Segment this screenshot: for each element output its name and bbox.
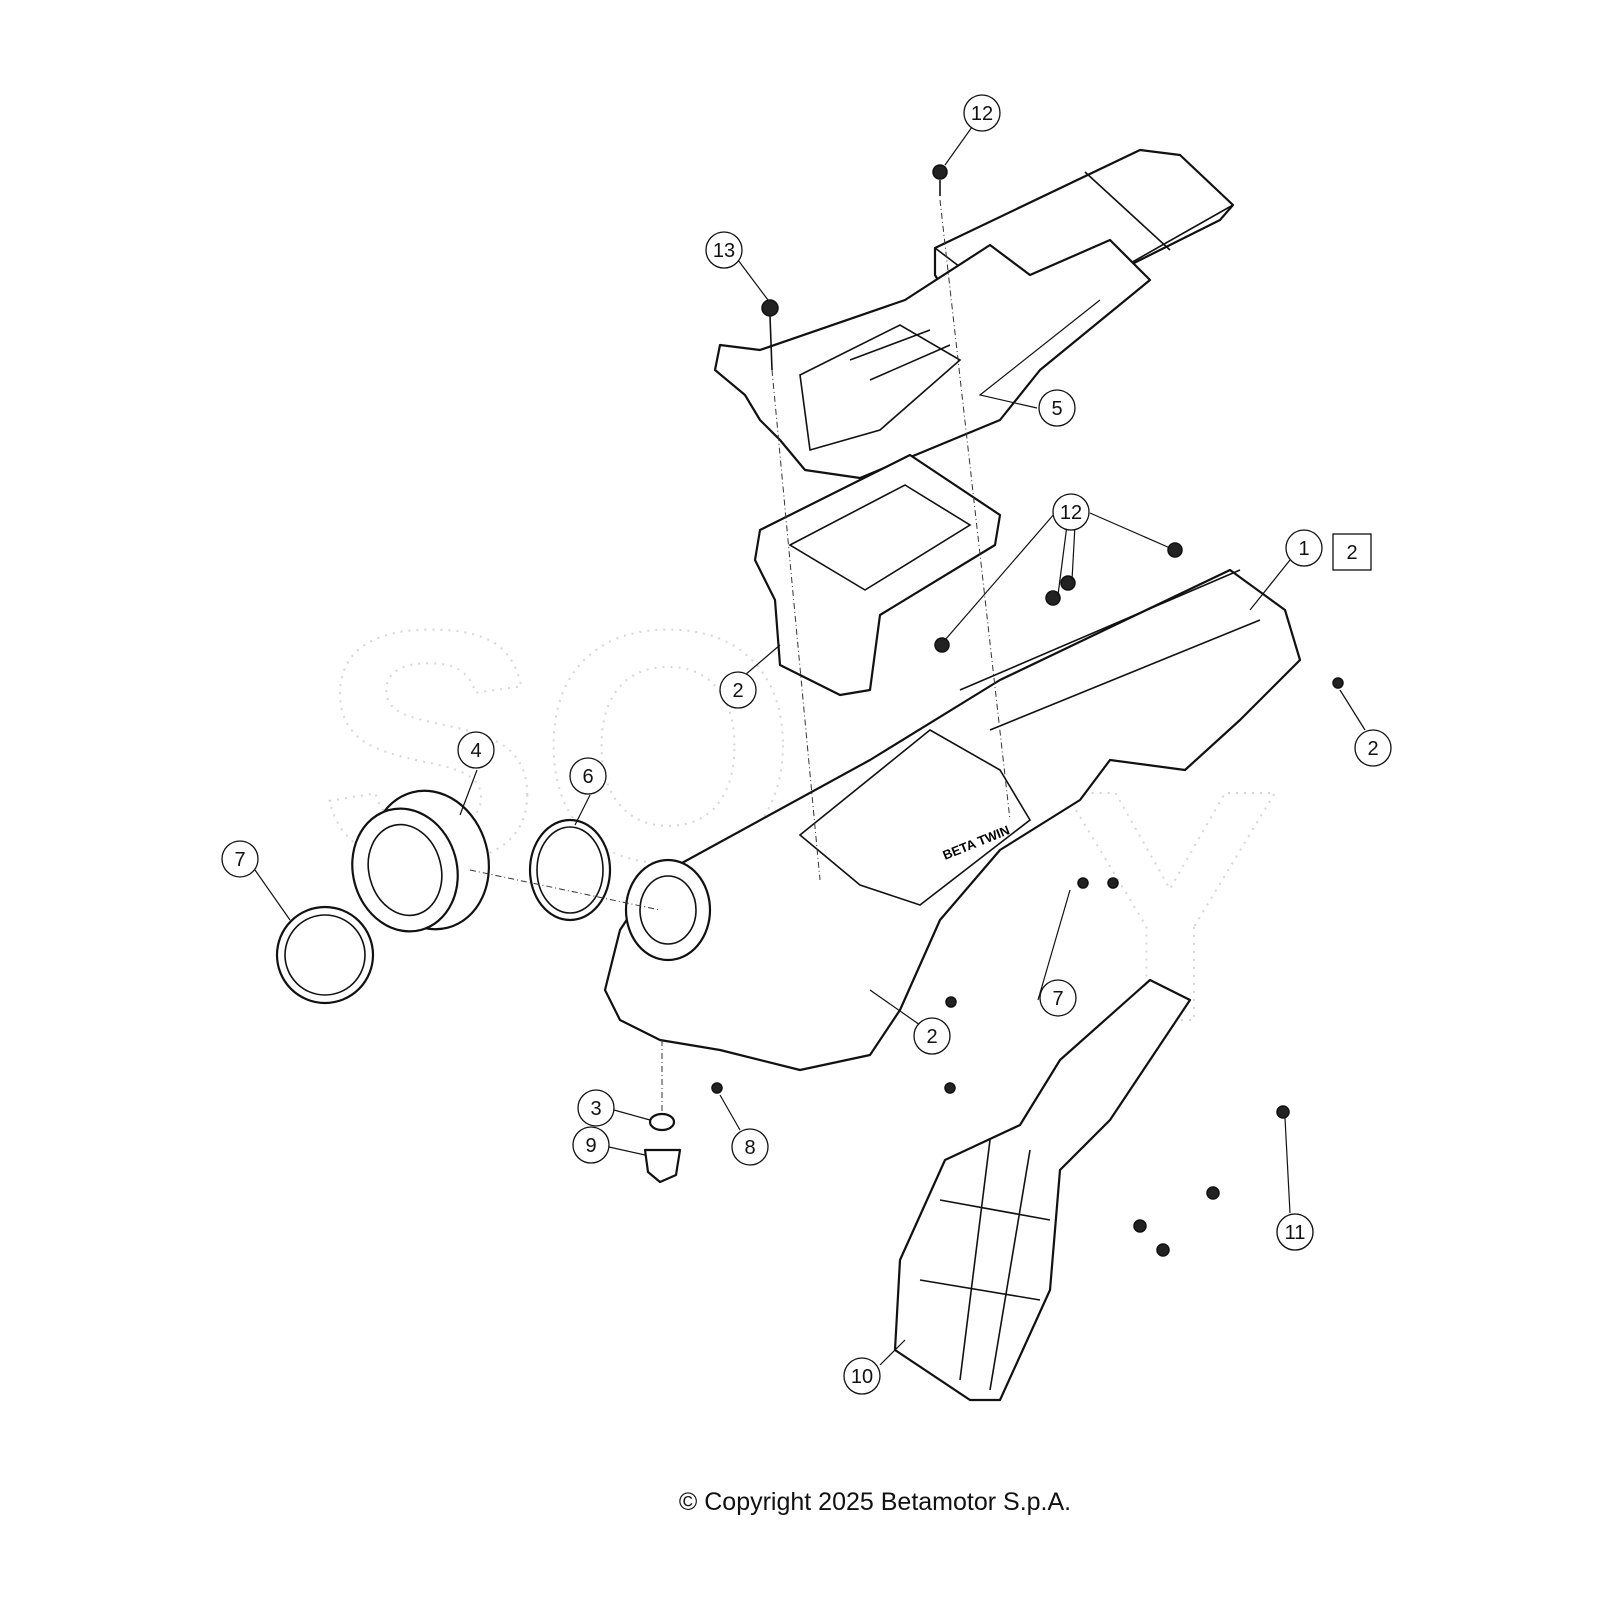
callout-number: 8 (744, 1137, 755, 1159)
callout-number: 6 (582, 766, 593, 788)
callout-circle (1354, 729, 1392, 767)
part-5-top-cover (713, 148, 1235, 480)
callout-circle (221, 840, 259, 878)
callout-number: 9 (585, 1135, 596, 1157)
callout-circle (1052, 493, 1090, 531)
callout-2: 2 (1354, 729, 1392, 767)
callout-12: 12 (1052, 493, 1090, 531)
callout-circle (1285, 529, 1323, 567)
screws (643, 164, 1344, 1257)
callout-circle (569, 757, 607, 795)
callout-circle (913, 1017, 951, 1055)
kit-reference-number: 2 (1346, 542, 1357, 564)
kit-reference-box: 2 (1332, 533, 1372, 571)
leader-lines (254, 112, 1366, 1366)
callout-2: 2 (913, 1017, 951, 1055)
callout-circle (843, 1357, 881, 1395)
callout-7: 7 (221, 840, 259, 878)
callout-number: 10 (851, 1366, 873, 1388)
callout-13: 13 (705, 231, 743, 269)
callout-circle (963, 94, 1001, 132)
callout-circle (577, 1089, 615, 1127)
callout-number: 1 (1298, 538, 1309, 560)
callout-2: 2 (719, 671, 757, 709)
callout-number: 3 (590, 1098, 601, 1120)
part-6-intake-boot (351, 789, 490, 933)
callouts: 12135121224677239821110 (221, 94, 1392, 1395)
callout-circle (1038, 389, 1076, 427)
callout-number: 11 (1285, 1222, 1306, 1244)
callout-circle (457, 731, 495, 769)
callout-5: 5 (1038, 389, 1076, 427)
callout-7: 7 (1039, 979, 1077, 1017)
callout-6: 6 (569, 757, 607, 795)
callout-8: 8 (731, 1128, 769, 1166)
callout-number: 7 (1052, 988, 1063, 1010)
part-10-mud-flap (893, 978, 1192, 1402)
callout-11: 11 (1276, 1213, 1314, 1251)
callout-number: 7 (234, 849, 245, 871)
callout-circle (705, 231, 743, 269)
callout-4: 4 (457, 731, 495, 769)
callout-1: 1 (1285, 529, 1323, 567)
callout-number: 2 (926, 1026, 937, 1048)
callout-number: 12 (1060, 502, 1082, 524)
copyright-text: © Copyright 2025 Betamotor S.p.A. (678, 1488, 1072, 1516)
callout-number: 13 (713, 240, 735, 262)
callout-3: 3 (577, 1089, 615, 1127)
callout-number: 12 (971, 103, 993, 125)
assembly-lines (469, 199, 1011, 1112)
callout-10: 10 (843, 1357, 881, 1395)
callout-number: 2 (1367, 738, 1378, 760)
callout-number: 4 (470, 740, 481, 762)
callout-number: 2 (732, 680, 743, 702)
callout-12: 12 (963, 94, 1001, 132)
part-3-airbox: BETA TWIN (603, 568, 1302, 1072)
callout-number: 5 (1051, 398, 1062, 420)
callout-circle (719, 671, 757, 709)
callout-circle (1276, 1213, 1314, 1251)
callout-9: 9 (572, 1126, 610, 1164)
part-4-air-filter (753, 453, 1002, 697)
callout-circle (731, 1128, 769, 1166)
callout-circle (572, 1126, 610, 1164)
callout-circle (1039, 979, 1077, 1017)
